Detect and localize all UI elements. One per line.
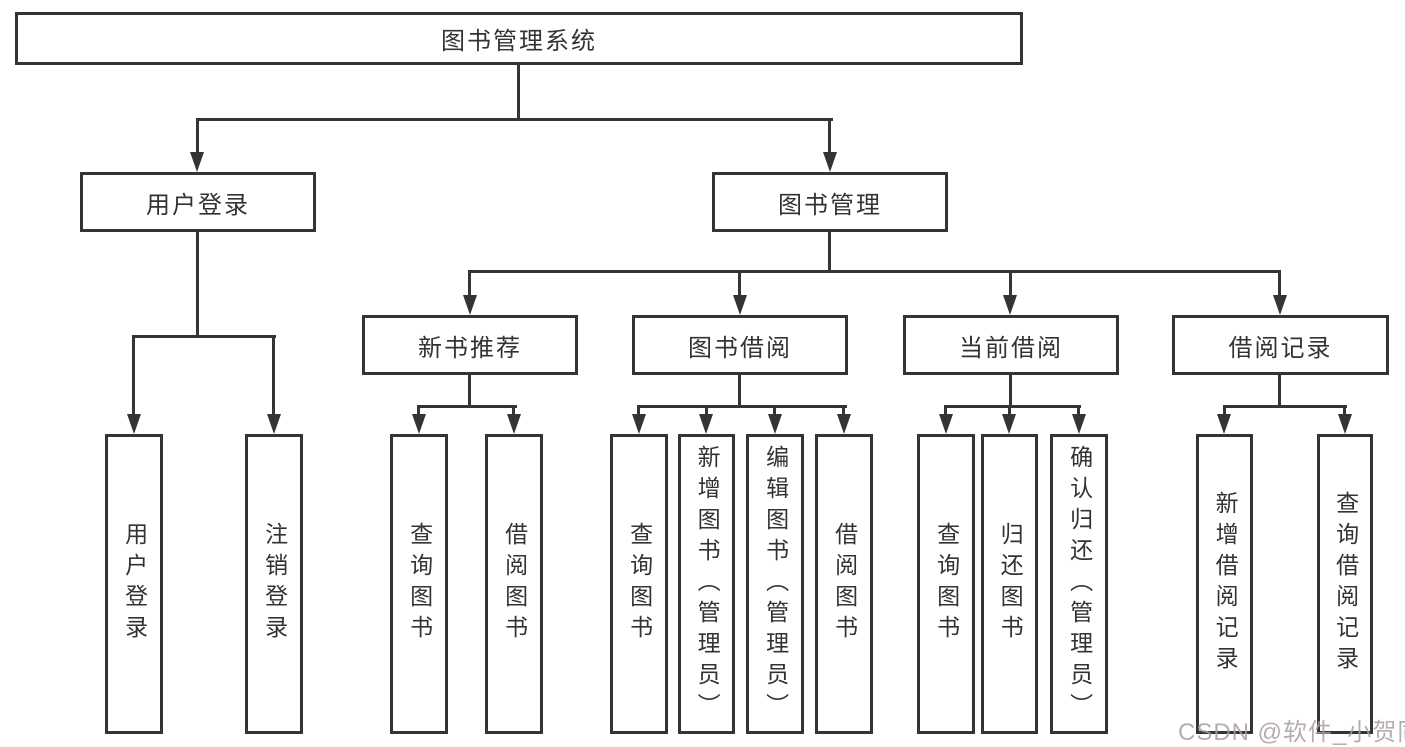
node-current-borrowing: 当前借阅 bbox=[903, 315, 1119, 375]
connector-root-rail bbox=[196, 118, 833, 121]
csdn-watermark: CSDN @软件_小贺同学 bbox=[1178, 719, 1405, 746]
arrowhead-down-icon bbox=[1338, 414, 1352, 434]
node-label: 图书管理 bbox=[778, 191, 882, 219]
connector-drop bbox=[1009, 270, 1012, 297]
leaf-user-login: 用户登录 bbox=[105, 434, 163, 734]
node-label: 注销登录 bbox=[261, 522, 288, 646]
connector-stem bbox=[1278, 375, 1281, 408]
arrowhead-down-icon bbox=[699, 414, 713, 434]
node-book-management: 图书管理 bbox=[712, 172, 948, 232]
arrowhead-down-icon bbox=[1003, 295, 1017, 315]
leaf-edit-book-admin: 编辑图书（管理员） bbox=[746, 434, 804, 734]
leaf-return-book: 归还图书 bbox=[981, 434, 1038, 734]
node-label: 用户登录 bbox=[146, 191, 250, 219]
arrowhead-down-icon bbox=[823, 152, 837, 172]
node-label: 编辑图书（管理员） bbox=[762, 444, 789, 724]
connector-rail bbox=[417, 405, 517, 408]
connector-drop bbox=[512, 405, 515, 416]
connector-userlogin-rail bbox=[132, 335, 276, 338]
connector-drop bbox=[773, 405, 776, 416]
connector-drop bbox=[705, 405, 708, 416]
node-label: 查询图书 bbox=[933, 522, 960, 646]
connector-stem bbox=[468, 375, 471, 408]
node-user-login: 用户登录 bbox=[80, 172, 316, 232]
leaf-borrow-books-2: 借阅图书 bbox=[815, 434, 873, 734]
node-label: 借阅记录 bbox=[1228, 334, 1333, 362]
connector-drop bbox=[468, 270, 471, 297]
leaf-add-book-admin: 新增图书（管理员） bbox=[678, 434, 735, 734]
connector-drop bbox=[1343, 405, 1346, 416]
connector-drop-user-login bbox=[196, 118, 199, 154]
connector-drop bbox=[944, 405, 947, 416]
node-label: 查询借阅记录 bbox=[1332, 491, 1359, 677]
arrowhead-down-icon bbox=[837, 414, 851, 434]
node-label: 借阅图书 bbox=[831, 522, 858, 646]
connector-rail bbox=[1223, 405, 1347, 408]
node-label: 查询图书 bbox=[626, 522, 653, 646]
leaf-query-books-1: 查询图书 bbox=[390, 434, 448, 734]
connector-drop-book-mgmt bbox=[828, 118, 831, 154]
connector-drop bbox=[1077, 405, 1080, 416]
node-label: 图书借阅 bbox=[688, 334, 792, 362]
arrowhead-down-icon bbox=[463, 295, 477, 315]
connector-userlogin-stem bbox=[196, 232, 199, 337]
arrowhead-down-icon bbox=[632, 414, 646, 434]
node-label: 用户登录 bbox=[121, 522, 148, 646]
connector-drop bbox=[1008, 405, 1011, 416]
node-new-book-recommend: 新书推荐 bbox=[362, 315, 578, 375]
connector-rail bbox=[944, 405, 1081, 408]
connector-bookmgmt-stem bbox=[828, 232, 831, 272]
connector-stem bbox=[1009, 375, 1012, 408]
node-label: 新增图书（管理员） bbox=[694, 444, 721, 724]
leaf-confirm-return-admin: 确认归还（管理员） bbox=[1050, 434, 1108, 734]
connector-drop bbox=[1223, 405, 1226, 416]
arrowhead-down-icon bbox=[267, 414, 281, 434]
connector-drop bbox=[637, 405, 640, 416]
node-book-borrowing: 图书借阅 bbox=[632, 315, 848, 375]
connector-bookmgmt-rail bbox=[468, 270, 1281, 273]
connector-drop bbox=[272, 335, 275, 416]
arrowhead-down-icon bbox=[768, 414, 782, 434]
arrowhead-down-icon bbox=[1273, 295, 1287, 315]
arrowhead-down-icon bbox=[507, 414, 521, 434]
leaf-query-books-2: 查询图书 bbox=[610, 434, 668, 734]
leaf-logout: 注销登录 bbox=[245, 434, 303, 734]
connector-drop bbox=[132, 335, 135, 416]
node-label: 新书推荐 bbox=[418, 334, 522, 362]
arrowhead-down-icon bbox=[1217, 414, 1231, 434]
connector-rail bbox=[637, 405, 847, 408]
leaf-query-books-3: 查询图书 bbox=[917, 434, 975, 734]
node-label: 新增借阅记录 bbox=[1212, 491, 1239, 677]
node-label: 图书管理系统 bbox=[441, 28, 597, 55]
arrowhead-down-icon bbox=[412, 414, 426, 434]
connector-drop bbox=[738, 270, 741, 297]
leaf-borrow-books-1: 借阅图书 bbox=[485, 434, 543, 734]
node-label: 查询图书 bbox=[406, 522, 433, 646]
node-label: 归还图书 bbox=[997, 522, 1024, 646]
node-label: 当前借阅 bbox=[959, 334, 1063, 362]
arrowhead-down-icon bbox=[1002, 414, 1016, 434]
arrowhead-down-icon bbox=[939, 414, 953, 434]
connector-drop bbox=[842, 405, 845, 416]
connector-stem bbox=[738, 375, 741, 408]
node-label: 确认归还（管理员） bbox=[1066, 444, 1093, 724]
node-label: 借阅图书 bbox=[501, 522, 528, 646]
arrowhead-down-icon bbox=[127, 414, 141, 434]
connector-drop bbox=[417, 405, 420, 416]
connector-drop bbox=[1278, 270, 1281, 297]
leaf-add-borrow-record: 新增借阅记录 bbox=[1196, 434, 1253, 734]
leaf-query-borrow-record: 查询借阅记录 bbox=[1317, 434, 1373, 734]
connector-root-stem bbox=[517, 64, 520, 120]
arrowhead-down-icon bbox=[1072, 414, 1086, 434]
arrowhead-down-icon bbox=[733, 295, 747, 315]
node-library-management-system: 图书管理系统 bbox=[15, 12, 1023, 65]
node-borrowing-records: 借阅记录 bbox=[1172, 315, 1389, 375]
arrowhead-down-icon bbox=[190, 152, 204, 172]
